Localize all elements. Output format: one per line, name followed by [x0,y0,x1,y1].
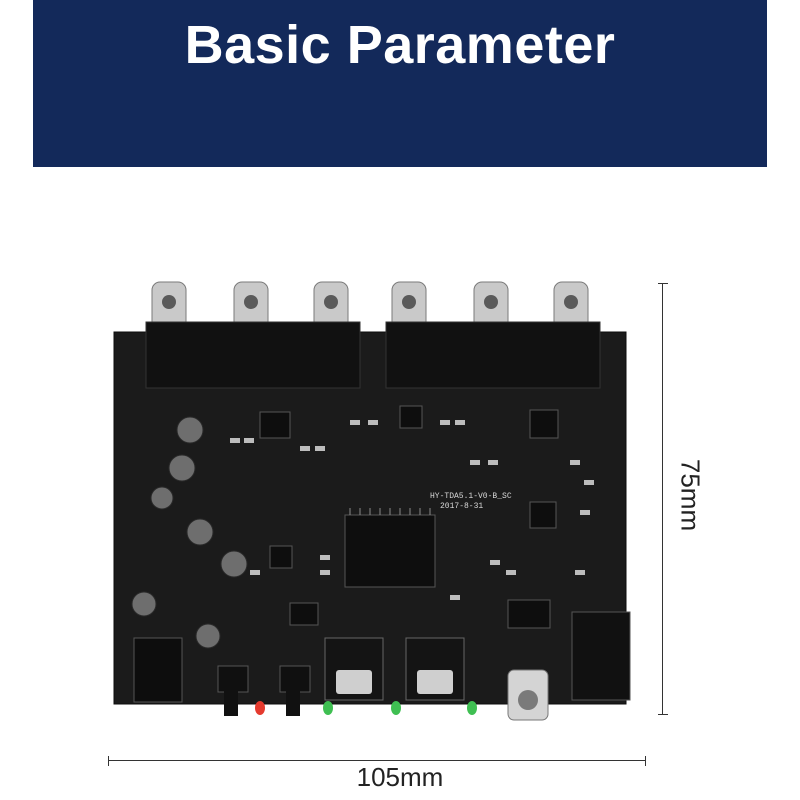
dc-jack [133,637,183,703]
tact-switches [217,665,311,693]
board-date-text: 2017-8-31 [440,502,483,511]
small-ics [259,405,559,629]
aux-jack [571,611,631,701]
electrolytic-capacitors [131,416,248,649]
status-leds [255,701,477,715]
height-dimension-label: 75mm [675,458,706,532]
page-title: Basic Parameter [184,15,616,75]
smd-components [230,420,594,600]
width-dimension-label: 105mm [356,762,444,792]
width-dimension-line [108,756,646,766]
pcb-board-image: HY-TDA5.1-V0-B_SC 2017-8-31 [113,281,631,721]
board-model-text: HY-TDA5.1-V0-B_SC [430,492,512,501]
height-dimension-line [658,283,668,715]
title-banner: Basic Parameter [33,0,767,167]
main-ic [344,514,436,588]
rca-housings [145,321,601,389]
